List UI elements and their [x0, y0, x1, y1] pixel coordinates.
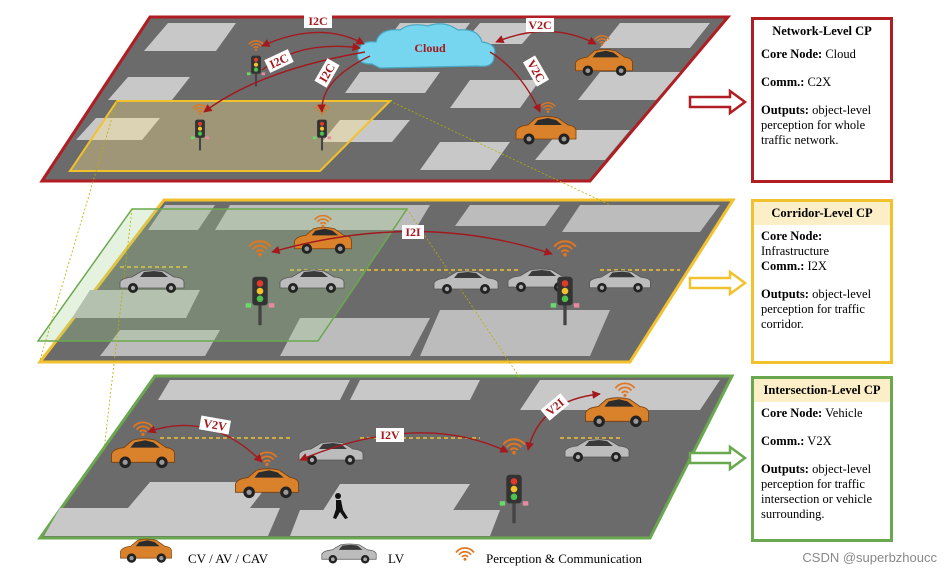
- legend-cav-label: CV / AV / CAV: [188, 551, 268, 566]
- watermark: CSDN @superbzhoucc: [802, 550, 937, 565]
- intersection-outputs-label: Outputs:: [761, 462, 809, 476]
- arrow-corridor: [688, 269, 748, 297]
- intersection-core-node-value: Vehicle: [825, 406, 863, 420]
- svg-text:I2C: I2C: [308, 14, 327, 28]
- svg-text:I2I: I2I: [405, 225, 421, 239]
- corridor-outputs-label: Outputs:: [761, 287, 809, 301]
- network-core-node-label: Core Node:: [761, 47, 823, 61]
- v2c-label-1: V2C: [526, 18, 554, 32]
- arrow-network: [688, 88, 748, 116]
- intersection-level-title: Intersection-Level CP: [754, 379, 890, 402]
- arrow-intersection: [688, 444, 748, 472]
- i2c-label-1: I2C: [304, 14, 332, 28]
- i2v-label: I2V: [376, 428, 404, 442]
- svg-text:V2C: V2C: [528, 18, 551, 32]
- intersection-comm-value: V2X: [807, 434, 832, 448]
- corridor-outputs-value: object-level perception for traffic corr…: [761, 287, 872, 331]
- network-level-panel: Network-Level CP Core Node: Cloud Comm.:…: [751, 17, 893, 183]
- cloud-icon: Cloud: [356, 23, 496, 69]
- corridor-level-title: Corridor-Level CP: [754, 202, 890, 225]
- network-comm-label: Comm.:: [761, 75, 805, 89]
- network-level-title: Network-Level CP: [754, 20, 890, 43]
- legend-perception-label: Perception & Communication: [486, 551, 642, 566]
- network-comm-value: C2X: [807, 75, 832, 89]
- legend-wifi-icon: [455, 547, 475, 562]
- corridor-core-node-value: Infrastructure: [761, 244, 830, 258]
- projection-lines: [39, 100, 611, 451]
- legend-lv-icon: [321, 543, 377, 564]
- intersection-core-node-label: Core Node:: [761, 406, 823, 420]
- intersection-level-panel: Intersection-Level CP Core Node: Vehicle…: [751, 376, 893, 542]
- network-outputs-label: Outputs:: [761, 103, 809, 117]
- corridor-comm-value: I2X: [807, 259, 827, 273]
- network-outputs-value: object-level perception for whole traffi…: [761, 103, 872, 147]
- intersection-comm-label: Comm.:: [761, 434, 805, 448]
- svg-text:V2V: V2V: [202, 416, 228, 434]
- i2i-label: I2I: [402, 225, 424, 239]
- corridor-level-panel: Corridor-Level CP Core Node: Infrastruct…: [751, 199, 893, 364]
- legend-cav-icon: [120, 538, 172, 564]
- corridor-comm-label: Comm.:: [761, 259, 805, 273]
- corridor-core-node-label: Core Node:: [761, 229, 823, 243]
- svg-text:I2V: I2V: [380, 428, 400, 442]
- corridor-layer: [36, 198, 736, 364]
- intersection-outputs-value: object-level perception for traffic inte…: [761, 462, 873, 521]
- legend-lv-label: LV: [388, 551, 405, 566]
- v2v-label: V2V: [199, 415, 231, 435]
- pedestrian-icon: [333, 493, 348, 519]
- cloud-label: Cloud: [414, 41, 446, 55]
- network-core-node-value: Cloud: [825, 47, 856, 61]
